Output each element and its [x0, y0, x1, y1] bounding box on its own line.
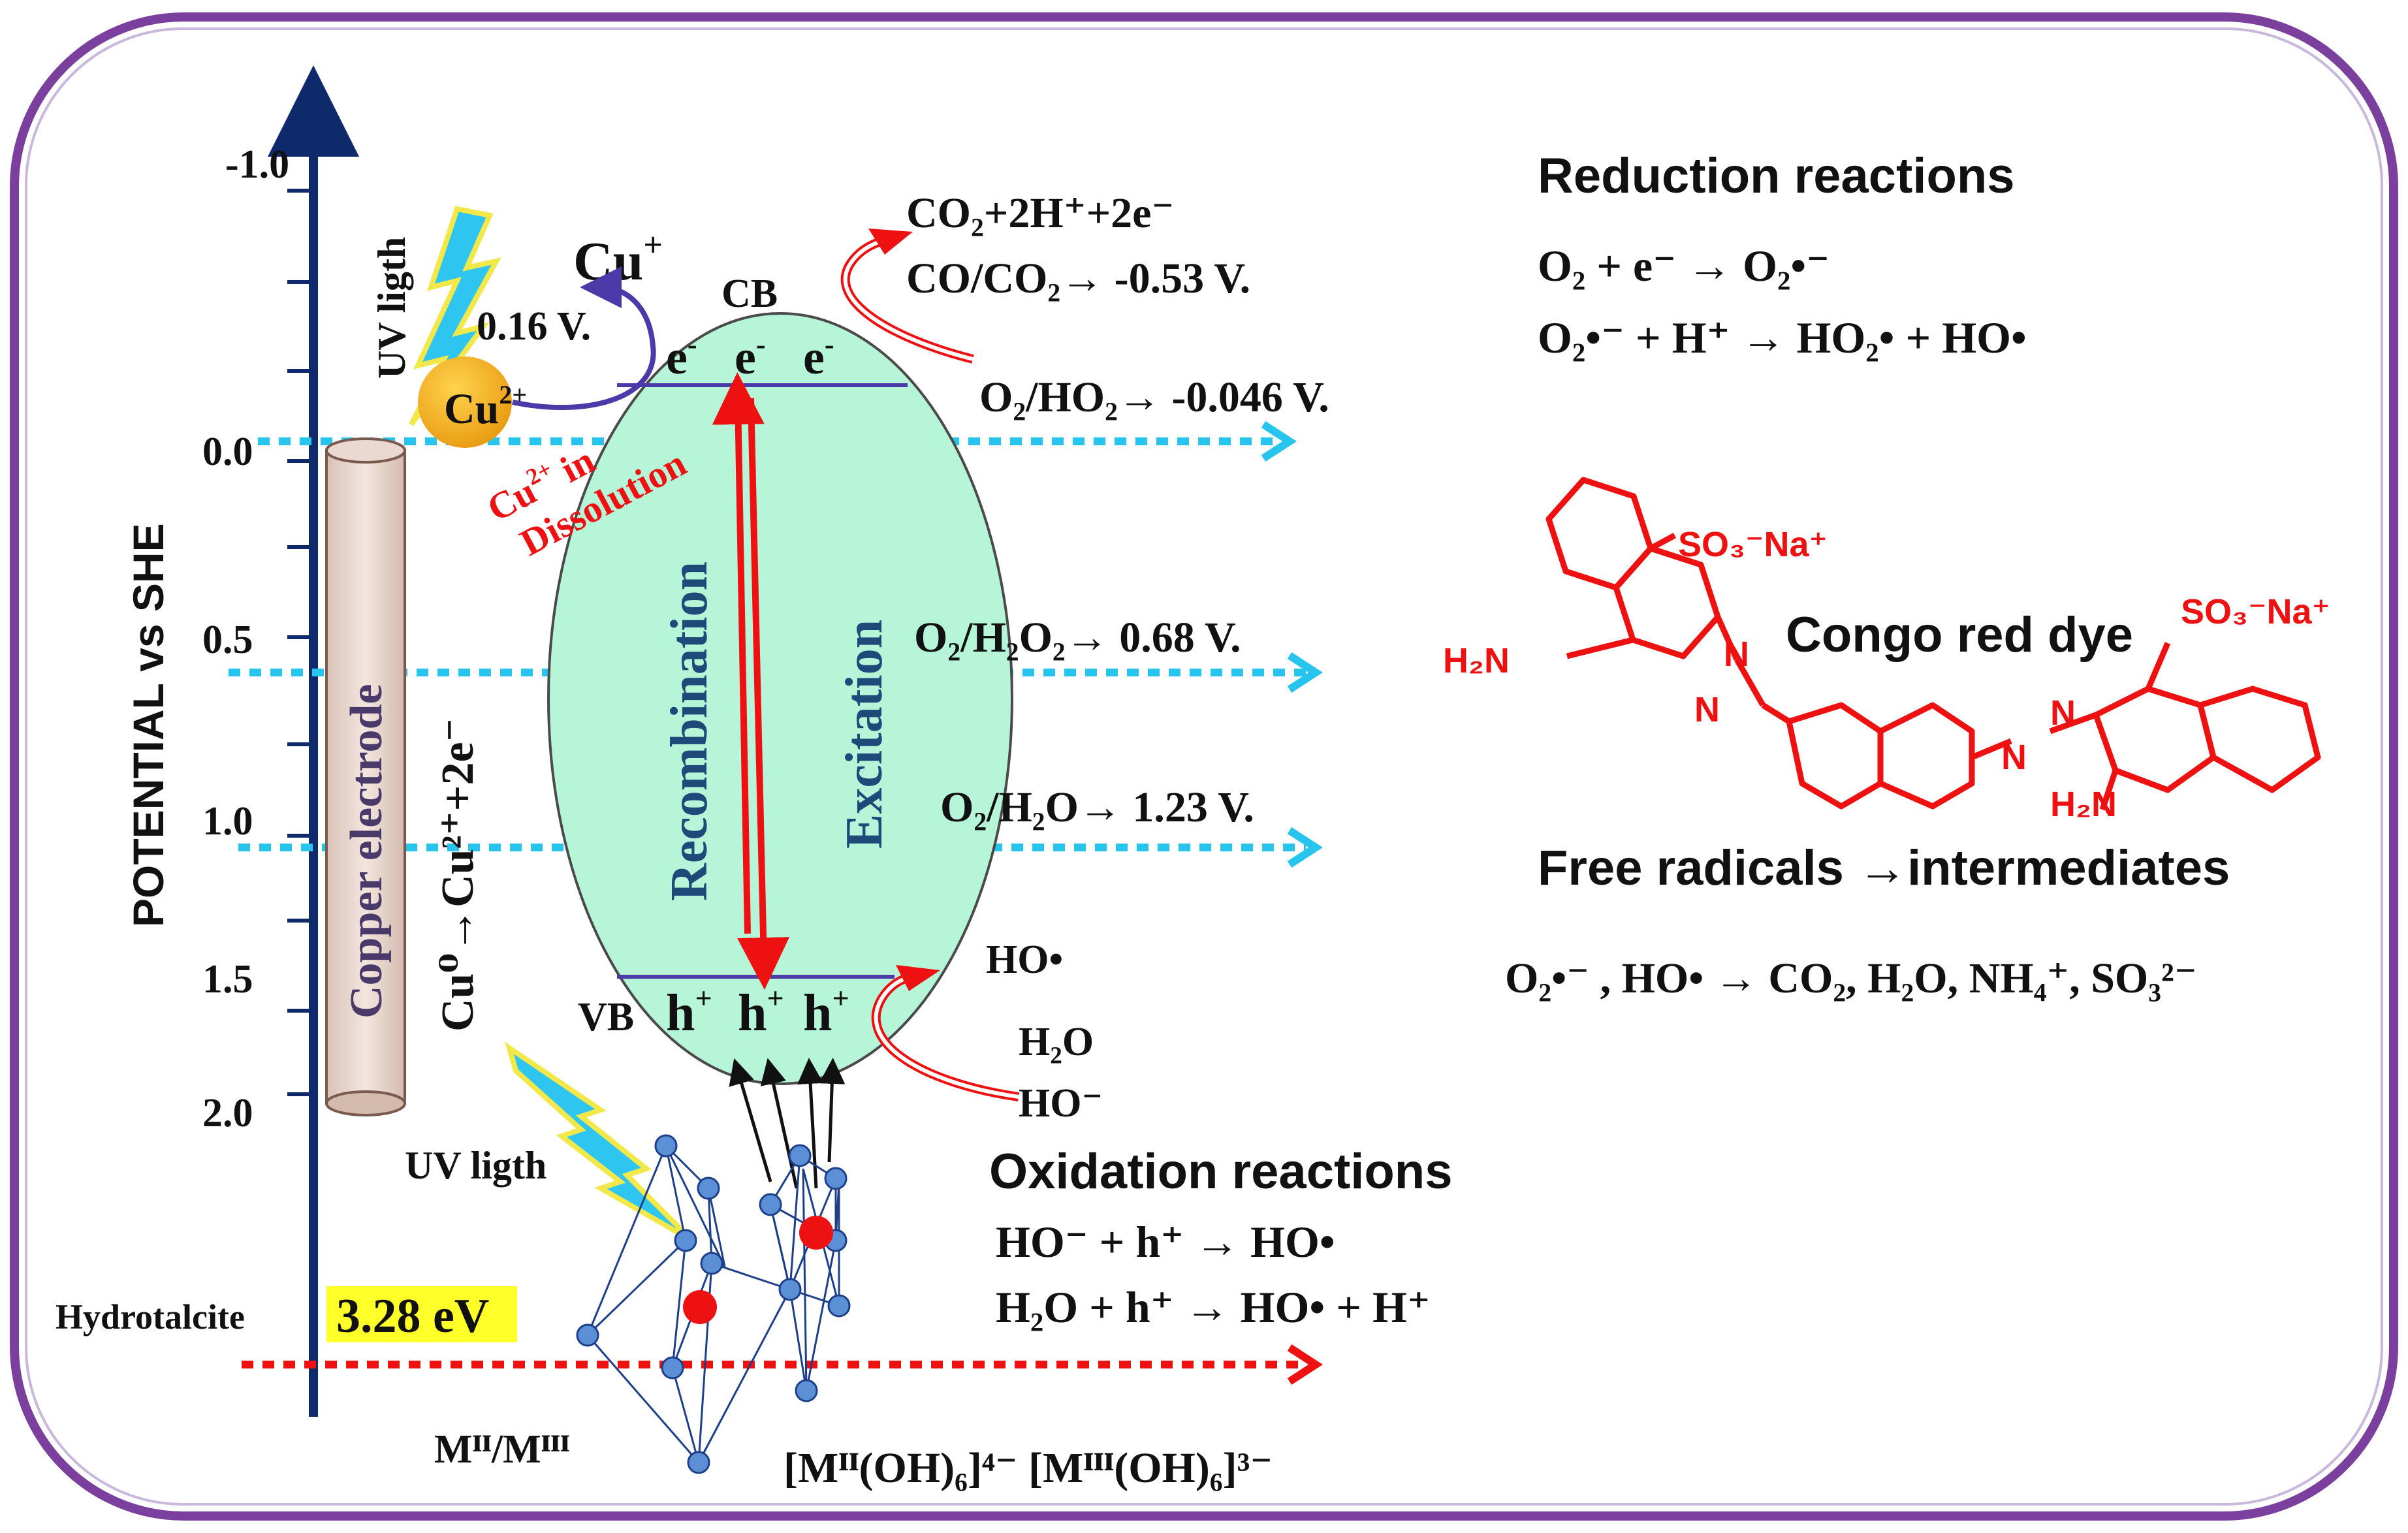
tick-label-minus-1: -1.0: [225, 142, 289, 187]
band-gap-highlight: [326, 1286, 517, 1342]
metal-centers: [683, 1216, 833, 1324]
cu2-ion-label: Cu2+: [444, 380, 527, 433]
reduction-eq1: O₂ + e⁻ → O₂•⁻: [1538, 241, 1830, 291]
azo-n-2: N: [1694, 690, 1720, 729]
octahedra-label: [Mᴵᴵ(OH)₆]⁴⁻ [Mᴵᴵᴵ(OH)₆]³⁻: [784, 1444, 1273, 1492]
reduction-eq2: O₂•⁻ + H⁺ → HO₂• + HO•: [1538, 313, 2027, 362]
co2-reaction-line1: CO₂+2H⁺+2e⁻: [906, 189, 1174, 237]
axis-ticks: [287, 189, 313, 1096]
recombination-label: Recombination: [661, 561, 718, 901]
svg-text:e-: e-: [803, 328, 834, 385]
oxidation-title: Oxidation reactions: [989, 1144, 1453, 1199]
hydrotalcite-arrowhead: [1287, 1344, 1323, 1385]
recombination-arrow: [712, 372, 765, 934]
azo-n-1: N: [1724, 635, 1749, 674]
tick-label-1: 1.0: [202, 799, 253, 844]
h2n-left-label: H₂N: [1443, 641, 1510, 680]
diagram-frame-inner: [25, 27, 2383, 1506]
lightning-bolt-hydrotalcite-icon: [505, 1041, 694, 1243]
holes: h+ h+ h+: [666, 981, 849, 1042]
tick-label-0-5: 0.5: [202, 618, 253, 662]
uv-label-copper: UV ligth: [370, 237, 413, 379]
vb-oxidation-arrow: [871, 965, 1019, 1101]
reduction-title: Reduction reactions: [1538, 148, 2015, 204]
svg-text:h+: h+: [666, 981, 712, 1042]
azo-n-3: N: [2001, 738, 2027, 777]
congo-red-name: Congo red dye: [1786, 607, 2133, 663]
hydroxide-vb: HO⁻: [1019, 1081, 1103, 1126]
tick-label-2: 2.0: [202, 1091, 253, 1135]
radicals-equation: O₂•⁻ , HO• → CO₂, H₂O, NH₄⁺, SO₃²⁻: [1505, 955, 2197, 1002]
axis-label: POTENTIAL vs SHE: [124, 523, 172, 927]
uv-label-hydrotalcite: UV ligth: [405, 1144, 547, 1187]
vb-label: VB: [578, 995, 634, 1039]
azo-n-4: N: [2050, 693, 2076, 733]
h2o2-potential: O₂/H₂O₂→ 0.68 V.: [914, 614, 1241, 661]
cu-plus-label: Cu+: [573, 227, 663, 292]
semiconductor-particle: [547, 312, 1013, 1085]
congo-red-structure: [1545, 477, 2321, 811]
tick-label-0: 0.0: [202, 430, 253, 474]
potential-arrowheads: [1261, 420, 1323, 868]
hydrotalcite-label: Hydrotalcite: [55, 1297, 245, 1336]
oxidation-eq2: H₂O + h⁺ → HO• + H⁺: [996, 1282, 1431, 1332]
cu2-ion-sphere: [418, 356, 512, 448]
ho2-potential: O₂/HO₂→ -0.046 V.: [979, 373, 1329, 421]
ho-radical-vb: HO•: [986, 938, 1063, 982]
excitation-lines: [729, 1058, 846, 1189]
so3-left-label: SO₃⁻Na⁺: [1678, 525, 1828, 564]
h2o-potential: O₂/H₂O→ 1.23 V.: [940, 783, 1254, 831]
diagram-frame: [10, 12, 2398, 1521]
h2n-right-label: H₂N: [2050, 785, 2117, 824]
oxidation-eq1: HO⁻ + h⁺ → HO•: [996, 1217, 1335, 1267]
cu-reduction-arrow: [512, 266, 656, 411]
svg-text:h+: h+: [803, 981, 849, 1042]
so3-right-label: SO₃⁻Na⁺: [2181, 592, 2330, 631]
excitation-label: Excitation: [836, 620, 893, 849]
band-gap-value: 3.28 eV: [336, 1289, 489, 1343]
lattice-nodes: [576, 1134, 851, 1474]
excitation-arrow: [737, 398, 790, 990]
co2-reaction-line2: CO/CO₂→ -0.53 V.: [906, 255, 1250, 302]
svg-text:e-: e-: [666, 328, 697, 385]
copper-electrode-label: Copper electrode: [341, 684, 392, 1019]
cb-reduction-arrow: [840, 229, 974, 364]
metal-ratio-label: Mᴵᴵ/Mᴵᴵᴵ: [434, 1427, 570, 1472]
tick-label-1-5: 1.5: [202, 957, 253, 1002]
radicals-title: Free radicals →intermediates: [1538, 840, 2230, 896]
cu-potential-label: 0.16 V.: [477, 304, 591, 349]
cb-label: CB: [721, 272, 778, 316]
copper-electrode: [325, 437, 406, 1116]
congo-red-labels: SO₃⁻Na⁺ H₂N N N N N SO₃⁻Na⁺ H₂N: [1443, 525, 2330, 824]
water-vb: H₂O: [1019, 1020, 1094, 1064]
copper-oxidation-reaction: Cu⁰→Cu²⁺+2e⁻: [433, 718, 483, 1032]
